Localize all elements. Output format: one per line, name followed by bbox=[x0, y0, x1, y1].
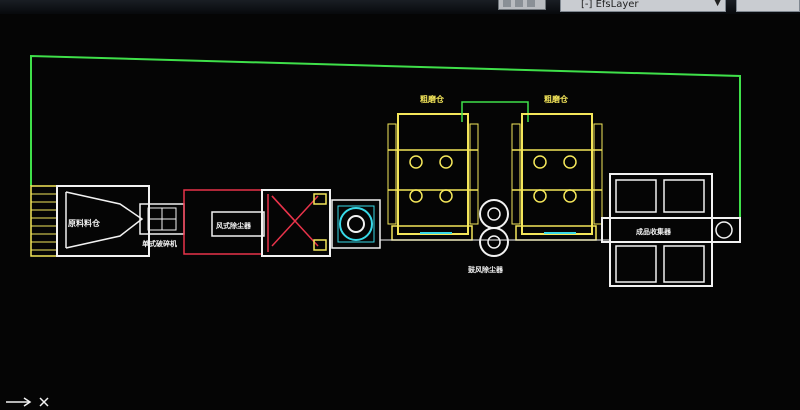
cad-drawing: 原料料仓 单式破碎机 风式除尘器 粗磨仓 bbox=[30, 54, 741, 287]
feed-hopper-label: 原料料仓 bbox=[68, 218, 101, 228]
twin-blowers: 鼓风除尘器 bbox=[468, 199, 509, 274]
layer-state-buttons[interactable] bbox=[498, 0, 546, 10]
collector: 成品收集器 bbox=[601, 173, 741, 287]
crusher: 单式破碎机 bbox=[139, 203, 185, 248]
drawing-canvas[interactable]: 原料料仓 单式破碎机 风式除尘器 粗磨仓 bbox=[0, 14, 800, 407]
properties-dropdown[interactable] bbox=[736, 0, 800, 12]
layer-dropdown[interactable]: [-] EfsLayer ▼ bbox=[560, 0, 726, 12]
layer-lock-icon[interactable] bbox=[527, 0, 535, 7]
frame-line bbox=[30, 54, 741, 230]
dryer-right-label: 粗磨仓 bbox=[544, 94, 569, 104]
separator-label: 风式除尘器 bbox=[216, 221, 252, 230]
dryer-left-label: 粗磨仓 bbox=[420, 94, 445, 104]
ucs-icon bbox=[6, 397, 49, 407]
layer-freeze-icon[interactable] bbox=[515, 0, 523, 7]
feed-hopper: 原料料仓 bbox=[30, 185, 150, 257]
duct-red: 风式除尘器 bbox=[183, 189, 265, 255]
blower-label: 鼓风除尘器 bbox=[468, 265, 504, 274]
cyclone-unit bbox=[261, 189, 331, 257]
dryer-right: 粗磨仓 bbox=[511, 94, 603, 241]
layer-on-icon[interactable] bbox=[503, 0, 511, 7]
dryer-left: 粗磨仓 bbox=[387, 94, 479, 241]
blower-unit bbox=[331, 199, 381, 249]
collector-label: 成品收集器 bbox=[636, 227, 672, 236]
crusher-label: 单式破碎机 bbox=[142, 239, 177, 248]
layer-dropdown-value: [-] EfsLayer bbox=[581, 0, 639, 10]
cad-top-toolbar: [-] EfsLayer ▼ bbox=[0, 0, 800, 14]
tower-connector bbox=[461, 101, 529, 122]
chevron-down-icon[interactable]: ▼ bbox=[714, 0, 721, 8]
